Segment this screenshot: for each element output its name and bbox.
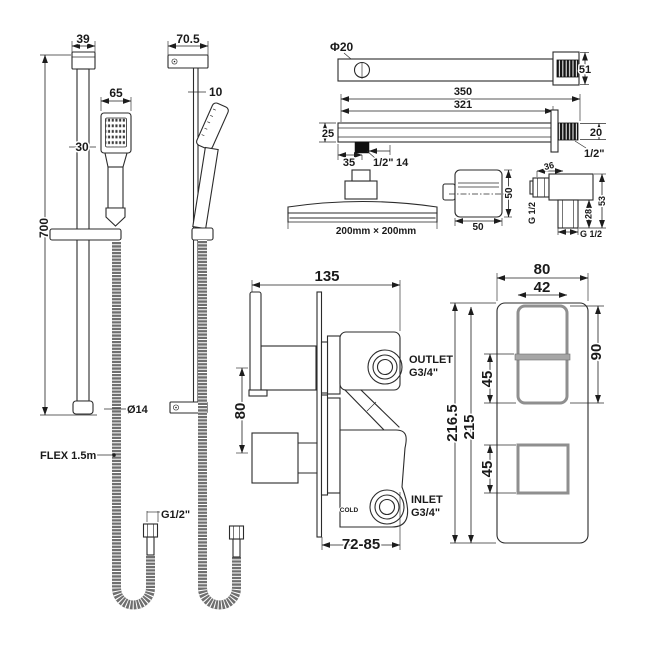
rail-slider-holder: [49, 228, 122, 241]
view-shower-head-side: 200mm × 200mm: [287, 169, 438, 239]
arm-drop-thread: [354, 141, 370, 154]
faceplate-body: [496, 302, 589, 544]
dim-plate-width: 80: [534, 261, 551, 278]
dim-arm-length-wall: 321: [454, 99, 472, 111]
elbow-body: [548, 173, 594, 201]
rail-end-cap: [72, 400, 94, 415]
elbow-drop: [557, 199, 579, 229]
dim-arm-drop-offset: 35: [343, 157, 355, 169]
dim-wall-thread-size: 1/2": [584, 148, 605, 160]
valve-inlet-body: [339, 429, 409, 528]
dim-arm-plate-size: 51: [579, 64, 591, 76]
dim-elbow-bottom-thread: G 1/2: [580, 229, 602, 239]
arm-wall-flange: [550, 109, 559, 153]
dim-arm-length-total: 350: [454, 86, 472, 98]
label-flex-length: FLEX 1.5m: [40, 450, 96, 462]
label-outlet-thread: G3/4": [409, 367, 438, 379]
dim-opening-height: 90: [588, 344, 605, 361]
elbow-nut: [532, 177, 550, 198]
dim-bracket-depth: 70.5: [176, 32, 200, 46]
dim-handset-width: 65: [109, 86, 123, 100]
dim-head-width: 50: [472, 222, 484, 233]
dim-depth-range: 72-85: [342, 536, 380, 553]
dim-hose-thread: G1/2": [161, 509, 190, 521]
dim-rail-height: 700: [37, 218, 51, 238]
arm-wall-thread-side: [557, 122, 579, 141]
rail-slider-holder-side: [191, 227, 214, 241]
dim-arm-hole-diameter: Φ20: [330, 40, 354, 54]
dim-valve-width: 135: [314, 268, 339, 285]
label-inlet-thread: G3/4": [411, 507, 440, 519]
dim-square-offset-top: 45: [479, 371, 496, 388]
head-connector-base: [344, 180, 378, 200]
arm-wall-thread-top: [556, 59, 579, 78]
faceplate-lever-bar: [514, 353, 571, 361]
dim-arm-drop-length: 14: [396, 157, 409, 169]
label-cold-marking: COLD: [340, 507, 359, 514]
valve-knob-handle: [251, 432, 318, 484]
rail-wall-bracket: [71, 51, 96, 70]
dim-arm-bar-height: 25: [322, 128, 334, 140]
view-slide-rail-front: 700 39 30 65: [36, 31, 192, 610]
dim-rail-depth: 10: [209, 85, 223, 99]
hose-tail: [146, 536, 155, 556]
valve-outlet-body: [339, 331, 401, 391]
view-valve-side: 135 COLD: [231, 267, 455, 555]
view-valve-faceplate: 216.5 215 80 42 90 45 45: [443, 260, 607, 544]
dim-opening-width: 42: [534, 279, 551, 296]
view-wall-elbow: 36 53 28 G 1/2 G 1/2: [526, 158, 609, 240]
view-slide-rail-side: 70.5 10: [167, 31, 245, 610]
view-shower-arm-top: Φ20 51: [329, 39, 593, 86]
dim-square-offset-bottom: 45: [479, 461, 496, 478]
dim-elbow-drop-height: 28: [584, 209, 594, 219]
dim-elbow-top-width: 36: [543, 160, 555, 172]
rail-wall-bracket-side: [167, 54, 209, 69]
hose-nut: [142, 523, 159, 538]
shower-hose: [112, 241, 159, 610]
valve-lever-handle: [248, 291, 317, 397]
faceplate-knob-opening: [516, 443, 570, 495]
dim-plate-height: 215: [461, 414, 478, 439]
shower-head-top: [454, 169, 503, 218]
dim-elbow-side-thread: G 1/2: [527, 202, 537, 224]
dim-head-depth: 50: [504, 187, 515, 199]
dim-handle-spacing: 80: [232, 403, 249, 420]
dim-bracket-width: 39: [76, 32, 90, 46]
dim-elbow-height: 53: [597, 196, 607, 206]
shower-hose-side: [198, 240, 245, 610]
shower-head-body: [287, 200, 438, 214]
dim-arm-drop-thread: 1/2": [373, 157, 394, 169]
dim-overall-height: 216.5: [444, 404, 461, 442]
shower-arm-side: [337, 122, 554, 143]
view-shower-arm-side: 350 321 25 35 1/2" 14 20 1/2": [319, 85, 606, 171]
dim-head-size: 200mm × 200mm: [336, 226, 416, 237]
label-inlet: INLET: [411, 494, 443, 506]
label-outlet: OUTLET: [409, 354, 453, 366]
shower-arm-top: [337, 58, 554, 82]
valve-mount-plate: [316, 291, 323, 538]
head-connector-cap: [351, 169, 371, 182]
dim-wall-thread-dia: 20: [590, 127, 602, 139]
dim-hose-diameter: Ø14: [127, 404, 149, 416]
handshower-front: [100, 112, 132, 227]
view-shower-head-top: 50 50: [442, 169, 517, 235]
dim-rail-width: 30: [75, 140, 89, 154]
head-arm-stub: [442, 183, 456, 201]
